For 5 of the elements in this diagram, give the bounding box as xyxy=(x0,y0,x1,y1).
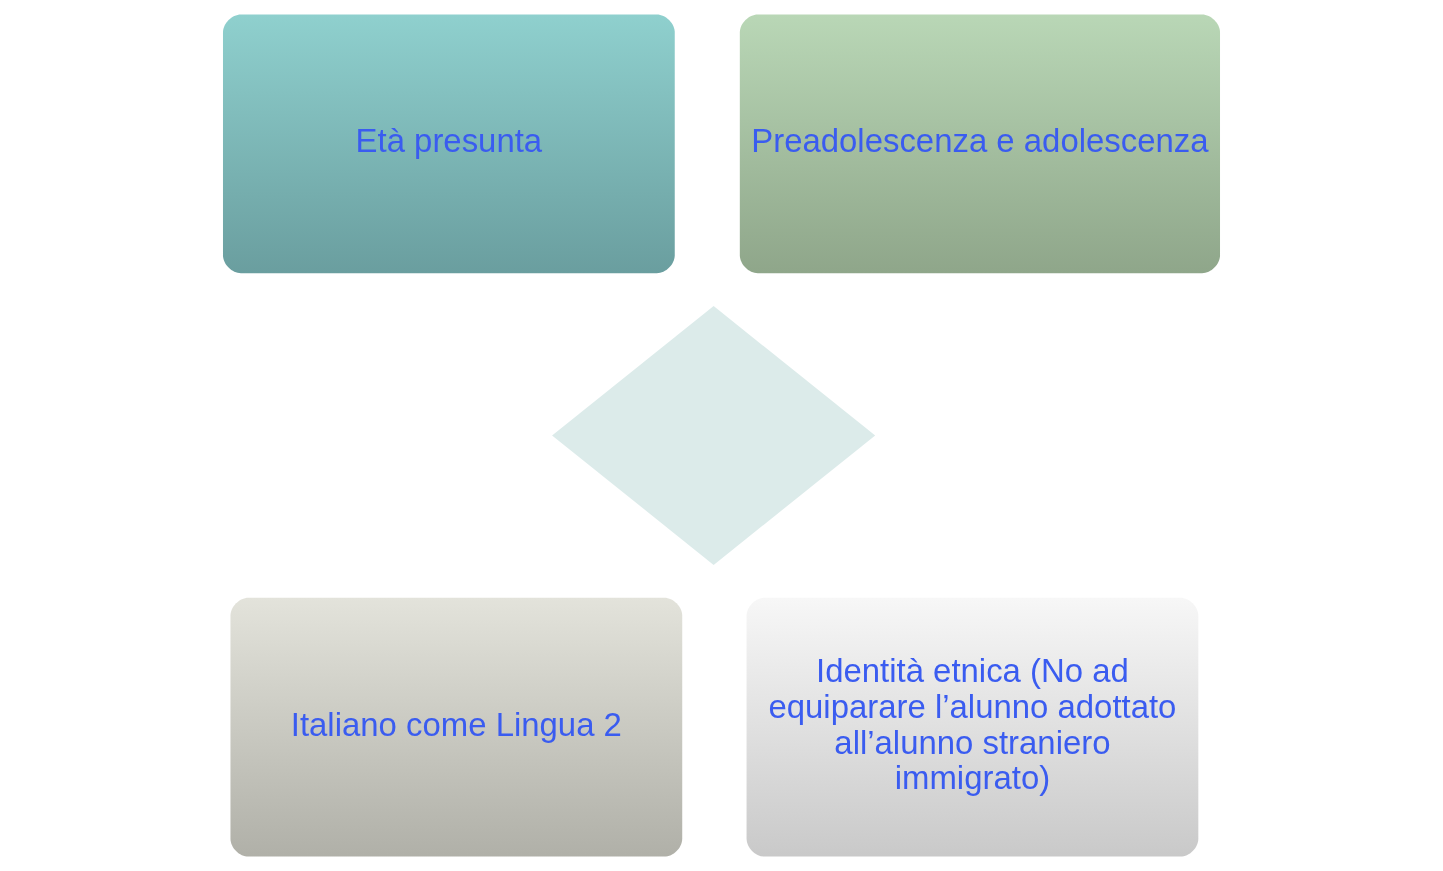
node-box: Età presunta xyxy=(223,14,675,274)
node-box: Preadolescenza e adolescenza xyxy=(739,14,1220,274)
node-diamond xyxy=(552,306,876,565)
node-box: Italiano come Lingua 2 xyxy=(230,597,683,857)
node-box: Identità etnica (No ad equiparare l’alunno adottato all’alunno straniero immigrato) xyxy=(746,597,1199,857)
